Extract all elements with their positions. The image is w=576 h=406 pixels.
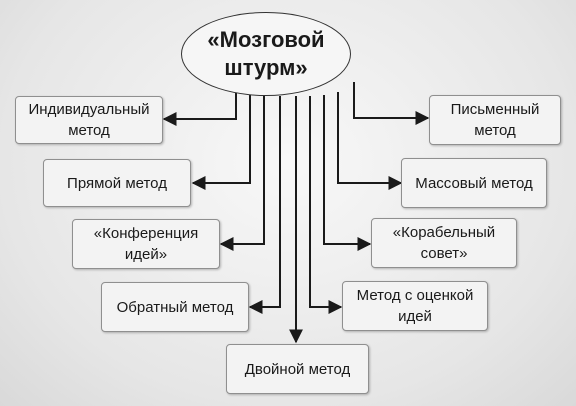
- method-reverse: Обратный метод: [101, 282, 249, 332]
- method-double: Двойной метод: [226, 344, 369, 394]
- connector-ship-council: [323, 95, 372, 251]
- method-mass: Массовый метод: [401, 158, 547, 208]
- method-individual: Индивидуальный метод: [15, 96, 163, 144]
- method-double-label: Двойной метод: [244, 360, 351, 378]
- method-direct: Прямой метод: [43, 159, 191, 207]
- connector-reverse: [248, 96, 281, 314]
- method-evaluation: Метод с оценкой идей: [342, 281, 488, 331]
- method-mass-label: Массовый метод: [415, 174, 533, 192]
- method-ship-council: «Корабельный совет»: [371, 218, 517, 268]
- connector-evaluation: [309, 96, 343, 314]
- method-written: Письменный метод: [429, 95, 561, 145]
- connector-direct: [191, 94, 251, 190]
- method-reverse-label: Обратный метод: [116, 298, 234, 316]
- method-conference: «Конференция идей»: [72, 219, 220, 269]
- connector-individual: [162, 90, 237, 126]
- method-conference-label: «Конференция идей»: [93, 225, 199, 263]
- connector-conference: [219, 96, 265, 251]
- method-individual-label: Индивидуальный метод: [28, 101, 150, 139]
- method-written-label: Письменный метод: [450, 101, 540, 139]
- connector-written: [353, 82, 430, 125]
- method-evaluation-label: Метод с оценкой идей: [356, 287, 474, 325]
- method-direct-label: Прямой метод: [67, 174, 167, 192]
- method-ship-council-label: «Корабельный совет»: [392, 224, 496, 262]
- brainstorm-title: «Мозговой штурм»: [181, 12, 351, 96]
- connector-mass: [337, 92, 403, 190]
